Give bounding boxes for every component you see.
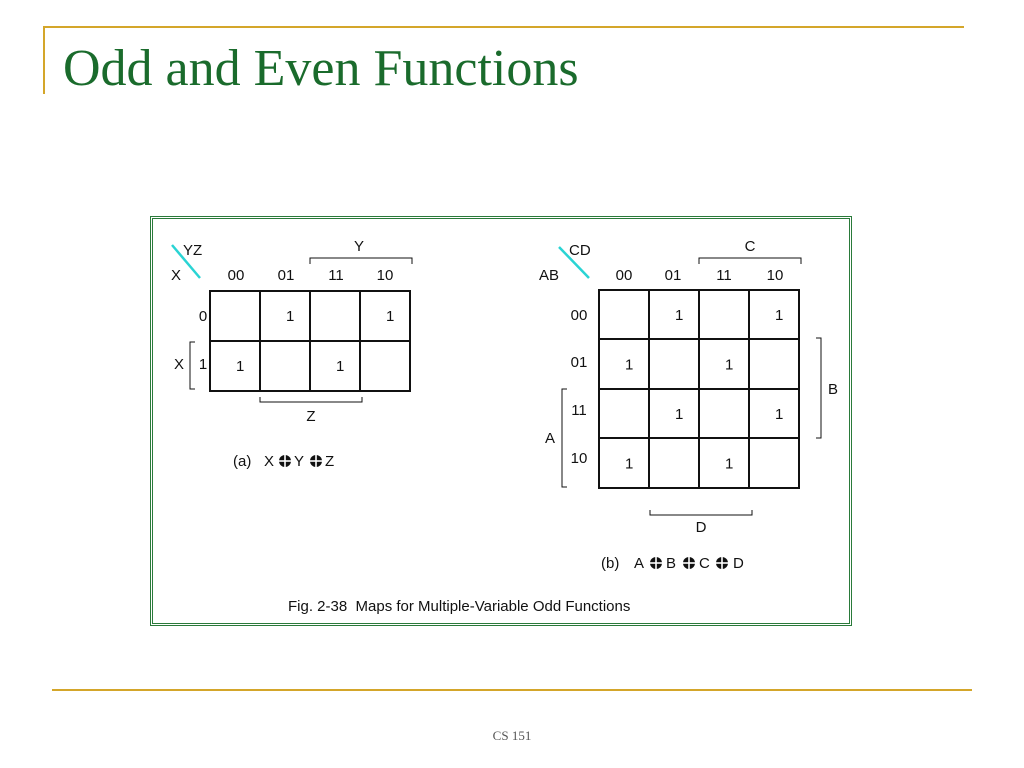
kmap-b-col-var: CD (569, 242, 591, 259)
kmap-b-expression-term: C (699, 555, 710, 572)
kmap-a-expression-term: X (264, 453, 274, 470)
kmap-b-col-label: 11 (716, 267, 732, 284)
kmap-b-expression-term: A (634, 555, 644, 572)
kmap-a-left-bracket-label: X (174, 356, 184, 373)
kmap-cell: 1 (625, 455, 633, 472)
kmap-b-left-bracket (561, 388, 567, 488)
kmap-b-top-bracket-label: C (745, 238, 756, 255)
kmap-cell: 1 (675, 307, 683, 324)
kmap-b-row-var: AB (539, 267, 559, 284)
kmap-a-row-label: 0 (199, 308, 207, 325)
circled-plus-icon (683, 557, 695, 569)
kmap-b-row-label: 01 (571, 354, 588, 371)
kmap-b-col-label: 10 (767, 267, 784, 284)
kmap-b-bottom-bracket-label: D (696, 519, 707, 536)
kmap-cell: 1 (336, 358, 344, 375)
top-accent-line (43, 26, 964, 28)
kmap-a-col-label: 10 (377, 267, 394, 284)
kmap-cell: 1 (775, 406, 783, 423)
circled-plus-icon (716, 557, 728, 569)
kmap-b-right-bracket-label: B (828, 381, 838, 398)
kmap-a-expression-term: Y (294, 453, 304, 470)
kmap-b-diagonal (558, 246, 590, 279)
slide-footer: CS 151 (492, 728, 532, 743)
kmap-a-row-var: X (171, 267, 181, 284)
kmap-b-expression-term: D (733, 555, 744, 572)
kmap-a-expression-prefix: (a) (233, 453, 251, 470)
slide-title: Odd and Even Functions (63, 40, 579, 97)
kmap-a-col-label: 01 (278, 267, 295, 284)
kmap-cell: 1 (625, 356, 633, 373)
kmap-b-cells: 1 1 1 1 1 1 1 1 (625, 307, 783, 473)
kmap-a-col-label: 00 (228, 267, 245, 284)
kmap-b-row-label: 11 (571, 402, 587, 419)
kmap-cell: 1 (775, 307, 783, 324)
kmap-b-row-label: 00 (571, 307, 588, 324)
kmap-b-col-label: 01 (665, 267, 682, 284)
kmap-b-expression-term: B (666, 555, 676, 572)
kmap-a-bottom-bracket (259, 397, 363, 403)
kmap-b: CD AB 00 01 11 10 00 01 11 10 C D A (539, 238, 838, 572)
bottom-accent-line (52, 689, 972, 691)
kmap-a-left-bracket (189, 341, 195, 390)
kmap-cell: 1 (675, 406, 683, 423)
kmap-a-cells: 1 1 1 1 (236, 308, 394, 375)
kmap-cell: 1 (236, 358, 244, 375)
kmap-cell: 1 (386, 308, 394, 325)
kmap-b-col-label: 00 (616, 267, 633, 284)
kmap-cell: 1 (725, 455, 733, 472)
circled-plus-icon (310, 455, 322, 467)
circled-plus-icon (650, 557, 662, 569)
kmap-a-top-bracket-label: Y (354, 238, 364, 255)
kmap-cell: 1 (286, 308, 294, 325)
kmap-a-bottom-bracket-label: Z (306, 408, 315, 425)
kmap-a-col-label: 11 (328, 267, 344, 284)
kmap-a-col-var: YZ (183, 242, 202, 259)
kmap-b-top-bracket (698, 257, 802, 264)
kmap-a-row-label: 1 (199, 356, 207, 373)
kmap-a-diagonal (171, 244, 201, 279)
kmap-b-right-bracket (816, 337, 822, 439)
top-accent-bar (43, 26, 45, 94)
kmap-a-expression-term: Z (325, 453, 334, 470)
circled-plus-icon (279, 455, 291, 467)
kmap-cell: 1 (725, 356, 733, 373)
kmap-b-expression-prefix: (b) (601, 555, 619, 572)
kmap-b-row-label: 10 (571, 450, 588, 467)
kmap-b-left-bracket-label: A (545, 430, 555, 447)
kmap-a-top-bracket (309, 257, 413, 264)
kmap-b-bottom-bracket (649, 510, 753, 516)
figure-caption: Fig. 2-38 Maps for Multiple-Variable Odd… (288, 598, 630, 615)
